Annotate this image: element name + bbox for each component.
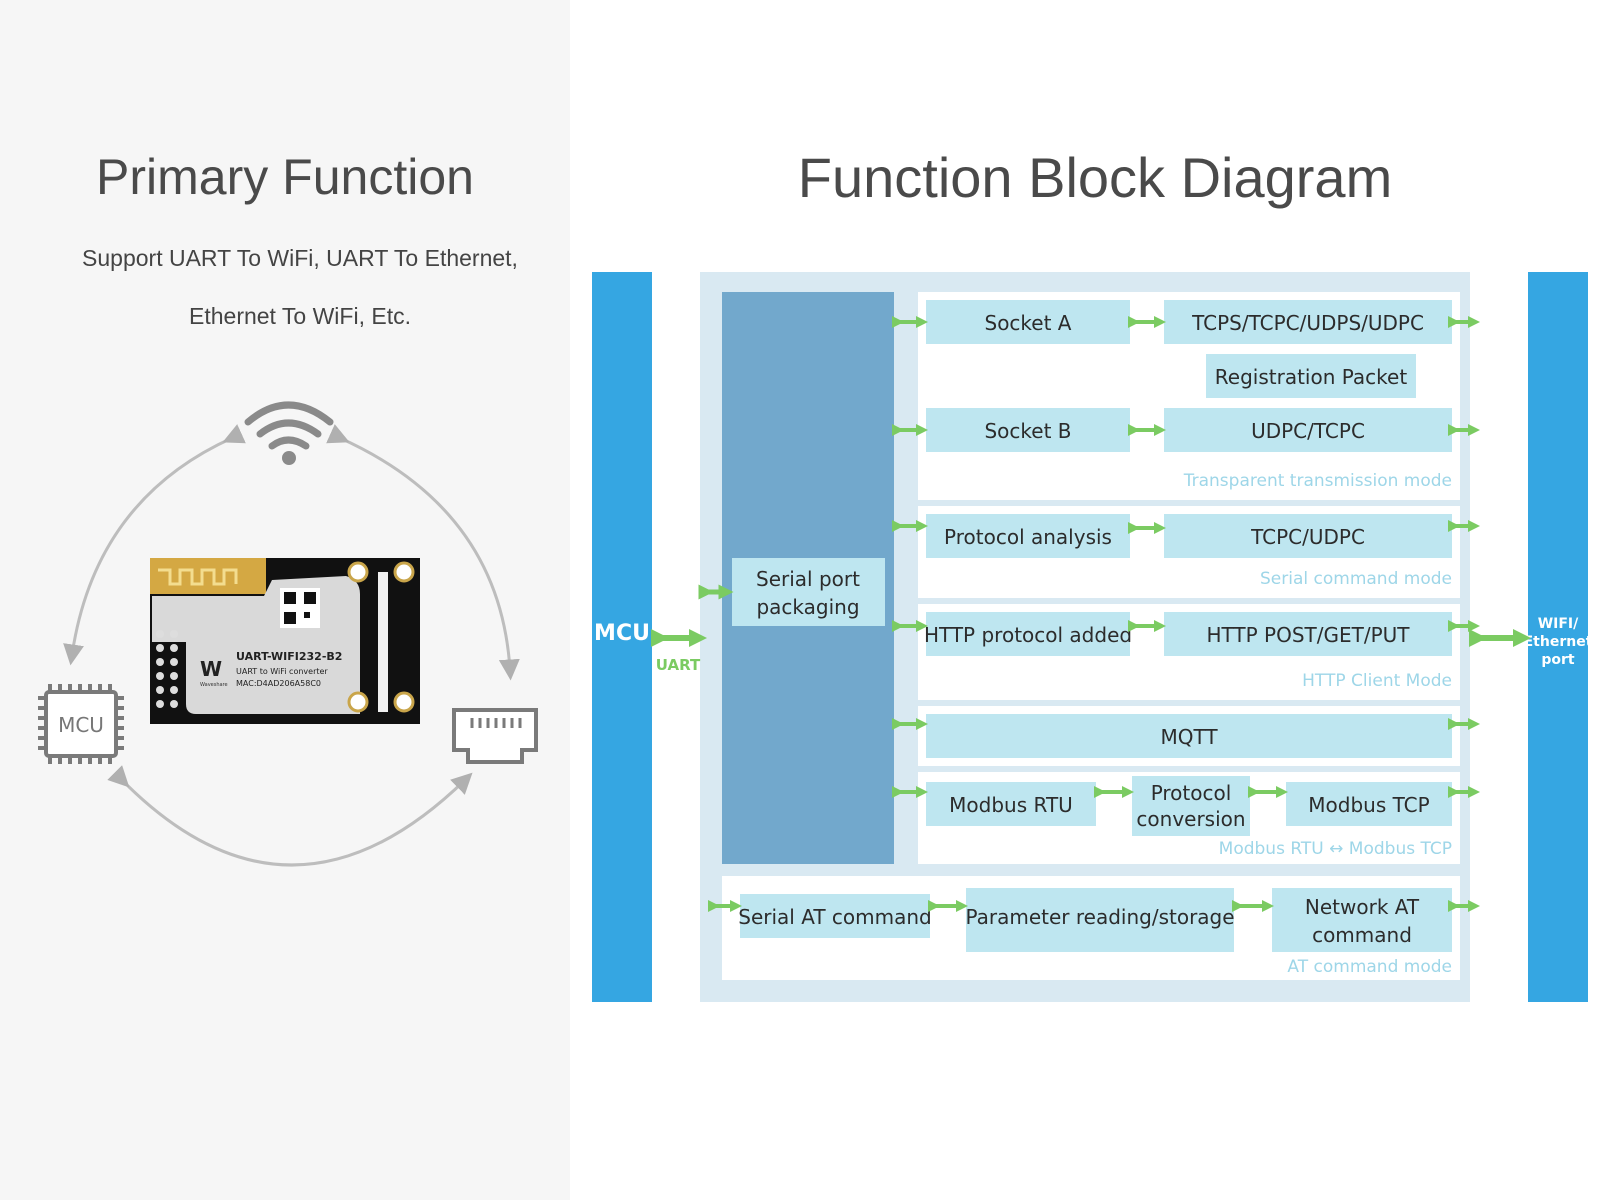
- module-board: UART-WIFI232-B2 UART to WiFi converter M…: [150, 558, 420, 724]
- http-protocol-added-box: [926, 612, 1130, 656]
- socket-b: Socket B: [984, 419, 1071, 443]
- serial-port-box: [732, 558, 885, 626]
- wifi-icon: [244, 401, 334, 465]
- network-at-line1: Network AT: [1305, 895, 1420, 919]
- mcu-chip-icon: [38, 684, 124, 764]
- param-rw-box: [966, 888, 1234, 952]
- protocol-conversion-line2: conversion: [1136, 807, 1245, 831]
- primary-function-title: Primary Function: [96, 149, 474, 205]
- serial-at: Serial AT command: [738, 905, 931, 929]
- protocol-analysis: Protocol analysis: [944, 525, 1112, 549]
- http-protocol-added: HTTP protocol added: [924, 623, 1132, 647]
- at-mode-label: AT command mode: [1287, 957, 1452, 977]
- mcu-label: MCU: [594, 621, 650, 646]
- protocol-conversion-line1: Protocol: [1151, 781, 1232, 805]
- board-brand: Waveshare: [200, 682, 228, 688]
- mqtt: MQTT: [1160, 725, 1218, 749]
- board-logo-mark: W: [200, 657, 222, 681]
- serial-port-line1: Serial port: [756, 567, 860, 591]
- network-at-box: [1272, 888, 1452, 952]
- function-block-diagram-title: Function Block Diagram: [797, 146, 1393, 209]
- socket-a-box: [926, 300, 1130, 344]
- wifi-port-line1: WIFI/: [1538, 616, 1579, 632]
- board-subtitle: UART to WiFi converter: [236, 667, 328, 676]
- modbus-rtu: Modbus RTU: [949, 793, 1073, 817]
- modbus-mode-label: Modbus RTU ↔ Modbus TCP: [1219, 839, 1452, 859]
- modbus-tcp: Modbus TCP: [1308, 793, 1429, 817]
- modbus-rtu-box: [926, 782, 1096, 826]
- http-post-box: [1164, 612, 1452, 656]
- mcu-chip-label: MCU: [58, 713, 104, 737]
- mqtt-box: [926, 714, 1452, 758]
- arc-mcu-to-ethernet: [107, 765, 473, 867]
- param-rw: Parameter reading/storage: [965, 905, 1234, 929]
- tcpc-udpc-box: [1164, 514, 1452, 558]
- serial-command-mode-label: Serial command mode: [1260, 569, 1452, 589]
- serial-at-box: [740, 894, 930, 938]
- ethernet-port-icon: [452, 708, 538, 764]
- udpc-tcpc: UDPC/TCPC: [1251, 419, 1365, 443]
- wifi-port-line3: port: [1541, 652, 1575, 668]
- registration-packet-box: [1206, 354, 1416, 398]
- arc-wifi-to-mcu: [63, 424, 246, 666]
- wifi-port-line2: Ethernet: [1524, 634, 1593, 650]
- http-post: HTTP POST/GET/PUT: [1207, 623, 1411, 647]
- mcu-bar: [592, 272, 652, 1002]
- registration-packet: Registration Packet: [1215, 365, 1408, 389]
- serial-port-line2: packaging: [756, 595, 859, 619]
- conversion-illustration: MCU: [0, 380, 570, 900]
- network-at-line2: command: [1312, 923, 1412, 947]
- primary-function-desc-line2: Ethernet To WiFi, Etc.: [189, 303, 411, 329]
- wifi-ethernet-bar: [1528, 272, 1588, 1002]
- udpc-tcpc-box: [1164, 408, 1452, 452]
- tcpc-udpc: TCPC/UDPC: [1250, 525, 1365, 549]
- modbus-tcp-box: [1286, 782, 1452, 826]
- arc-wifi-to-ethernet: [326, 424, 520, 681]
- socket-a: Socket A: [985, 311, 1072, 335]
- board-mac: MAC:D4AD206A58C0: [236, 679, 321, 688]
- uart-label: UART: [656, 656, 701, 674]
- socket-b-box: [926, 408, 1130, 452]
- primary-function-panel: Primary Function Support UART To WiFi, U…: [0, 0, 570, 1200]
- transparent-mode-label: Transparent transmission mode: [1183, 471, 1452, 491]
- http-client-mode-label: HTTP Client Mode: [1302, 671, 1452, 691]
- protocol-analysis-box: [926, 514, 1130, 558]
- protocol-conversion-box: [1132, 776, 1250, 836]
- function-block-diagram: MCU WIFI/ Ethernet port Serial port pack…: [590, 270, 1600, 1010]
- tcps: TCPS/TCPC/UDPS/UDPC: [1191, 311, 1424, 335]
- tcps-box: [1164, 300, 1452, 344]
- board-model: UART-WIFI232-B2: [236, 650, 342, 663]
- primary-function-desc-line1: Support UART To WiFi, UART To Ethernet,: [82, 245, 518, 271]
